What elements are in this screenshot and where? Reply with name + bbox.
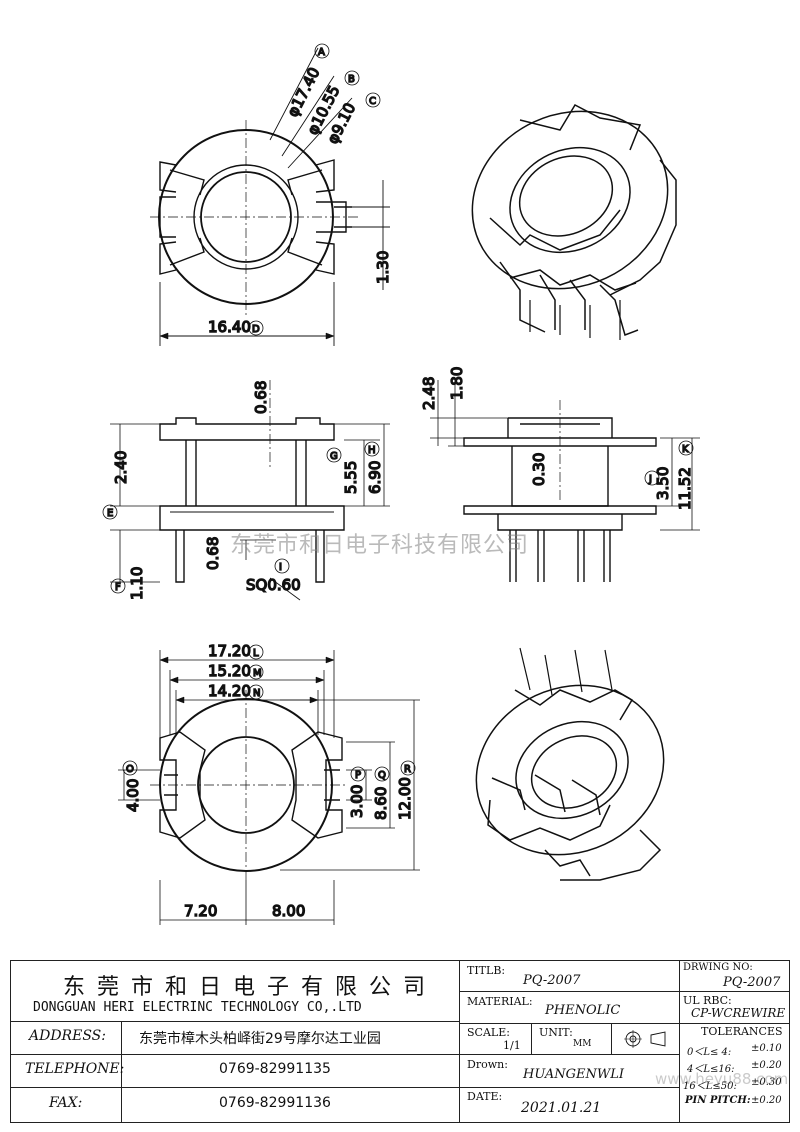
tol-value-2: ±0.20 xyxy=(751,1060,782,1071)
dim-width-16-40: 16.40 xyxy=(208,318,251,336)
material-label: MATERIAL: xyxy=(467,995,533,1008)
drawn-value: HUANGENWLI xyxy=(523,1067,625,1082)
dim-6-90: 6.90 xyxy=(366,461,384,494)
dim-top-0-68: 0.68 xyxy=(252,381,270,414)
dim-mark-o: O xyxy=(126,764,134,775)
drawn-label: Drown: xyxy=(467,1058,508,1071)
address-value: 东莞市樟木头柏峄街29号摩尔达工业园 xyxy=(139,1031,381,1047)
dim-12-00: 12.00 xyxy=(396,777,414,820)
dim-bottom-0-68: 0.68 xyxy=(204,537,222,570)
dim-1-80: 1.80 xyxy=(448,367,466,400)
dim-11-52: 11.52 xyxy=(676,467,694,510)
dim-2-40: 2.40 xyxy=(112,451,130,484)
tol-value-3: ±0.30 xyxy=(751,1077,782,1088)
scale-label: SCALE: xyxy=(467,1026,510,1039)
dim-7-20: 7.20 xyxy=(184,902,217,920)
dim-mark-f: F xyxy=(115,582,121,593)
dim-0-30: 0.30 xyxy=(530,453,548,486)
tol-range-4: PIN PITCH: xyxy=(685,1095,751,1106)
dim-mark-c: C xyxy=(369,96,376,107)
unit-value: MM xyxy=(573,1039,592,1049)
tolerances-label: TOLERANCES xyxy=(701,1025,783,1038)
watermark-site: www.heyu88.com xyxy=(655,1070,789,1088)
telephone-label: TELEPHONE: xyxy=(25,1061,125,1077)
front-view xyxy=(110,380,390,601)
projection-symbol-icon xyxy=(624,1030,666,1048)
technical-drawing: φ17.40 A φ10.55 B φ9.10 C 16.40 D 1.30 0… xyxy=(102,43,700,925)
dim-1-30: 1.30 xyxy=(374,251,392,284)
title-value: PQ-2007 xyxy=(523,973,581,988)
dim-17-20: 17.20 xyxy=(208,642,251,660)
tol-range-2: 4＜L≤16: xyxy=(687,1064,735,1075)
dim-mark-j: J xyxy=(648,474,652,485)
dim-mark-h: H xyxy=(368,445,376,456)
scale-value: 1/1 xyxy=(503,1039,521,1052)
dim-8-60: 8.60 xyxy=(372,787,390,820)
date-value: 2021.01.21 xyxy=(521,1100,602,1116)
tol-value-1: ±0.10 xyxy=(751,1043,782,1054)
dim-mark-g: G xyxy=(330,451,338,462)
title-label: TITLB: xyxy=(467,964,506,977)
dim-mark-l: L xyxy=(253,648,259,659)
dim-8-00: 8.00 xyxy=(272,902,305,920)
top-view xyxy=(150,47,390,346)
isometric-view-bottom xyxy=(475,647,665,881)
dim-mark-r: R xyxy=(404,764,411,775)
bottom-view xyxy=(118,650,420,925)
drawing-no-label: DRWING NO: xyxy=(683,962,753,973)
isometric-view-top xyxy=(471,104,677,340)
dim-mark-a: A xyxy=(318,47,325,58)
dim-mark-n: N xyxy=(253,688,260,699)
dim-mark-e: E xyxy=(107,508,113,519)
dim-mark-b: B xyxy=(348,74,355,85)
dim-3-00: 3.00 xyxy=(348,785,366,818)
telephone-value: 0769-82991135 xyxy=(219,1061,331,1077)
dim-14-20: 14.20 xyxy=(208,682,251,700)
tol-value-4: ±0.20 xyxy=(751,1095,782,1106)
dim-1-10: 1.10 xyxy=(128,567,146,600)
fax-label: FAX: xyxy=(49,1095,83,1111)
dim-15-20: 15.20 xyxy=(208,662,251,680)
company-name-cn: 东莞市和日电子有限公司 xyxy=(63,975,438,1000)
fax-value: 0769-82991136 xyxy=(219,1095,331,1111)
title-block: 东莞市和日电子有限公司 DONGGUAN HERI ELECTRINC TECH… xyxy=(10,960,790,1123)
dim-mark-d: D xyxy=(252,324,260,335)
dim-mark-i: I xyxy=(279,562,282,573)
ul-label: UL RBC: xyxy=(683,994,732,1007)
date-label: DATE: xyxy=(467,1090,503,1103)
side-view xyxy=(430,380,700,582)
company-name-en: DONGGUAN HERI ELECTRINC TECHNOLOGY CO,.L… xyxy=(33,1000,362,1015)
watermark: 东莞市和日电子科技有限公司 xyxy=(230,533,530,558)
dim-2-48: 2.48 xyxy=(420,377,438,410)
unit-label: UNIT: xyxy=(539,1026,573,1039)
address-label: ADDRESS: xyxy=(29,1028,106,1044)
tol-range-1: 0＜L≤ 4: xyxy=(687,1047,732,1058)
tol-range-3: 16＜L≤50: xyxy=(683,1081,737,1092)
dim-5-55: 5.55 xyxy=(342,461,360,494)
dim-mark-q: Q xyxy=(378,770,386,781)
material-value: PHENOLIC xyxy=(545,1003,621,1018)
dim-sq0-60: SQ0.60 xyxy=(246,576,301,594)
drawing-no-value: PQ-2007 xyxy=(723,975,781,990)
dim-mark-m: M xyxy=(253,668,262,679)
dim-mark-k: K xyxy=(682,444,689,455)
dim-4-00: 4.00 xyxy=(124,779,142,812)
dim-mark-p: P xyxy=(355,770,361,781)
ul-value: CP-WCREWIRE xyxy=(691,1006,786,1020)
